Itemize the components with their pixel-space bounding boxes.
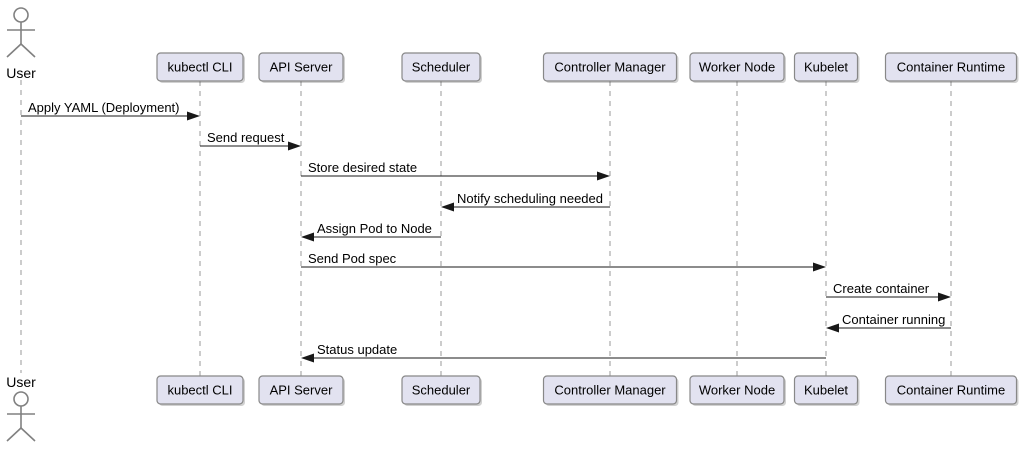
participant-bottom-box-worker-node [689, 375, 785, 405]
participant-bottom-box-kubelet [793, 375, 859, 405]
actor-label-bottom-user: User [6, 374, 36, 390]
participant-top-label-worker-node: Worker Node [699, 60, 775, 75]
message-arrowhead-icon [441, 202, 454, 212]
participant-bottom-box-api-server [258, 375, 344, 405]
message-label-notify-scheduling-needed: Notify scheduling needed [457, 191, 603, 206]
participant-top-box-kubelet [793, 52, 859, 82]
participant-bottom-label-kubectl-cli: kubectl CLI [167, 383, 232, 398]
message-arrowhead-icon [288, 141, 301, 151]
participant-bottom-box-controller-manager [542, 375, 678, 405]
participant-bottom-box-container-runtime [884, 375, 1018, 405]
message-arrowhead-icon [187, 111, 200, 121]
actor-head-icon [13, 391, 29, 407]
message-arrowhead-icon [826, 323, 839, 333]
participant-bottom-box-scheduler [401, 375, 481, 405]
message-arrowhead-icon [938, 292, 951, 302]
message-label-assign-pod-to-node: Assign Pod to Node [317, 221, 432, 236]
participant-top-box-controller-manager [542, 52, 678, 82]
participant-bottom-label-api-server: API Server [270, 383, 334, 398]
participant-top-box-worker-node [689, 52, 785, 82]
participant-top-box-container-runtime [884, 52, 1018, 82]
participant-bottom-box-kubectl-cli [156, 375, 244, 405]
message-label-store-desired-state: Store desired state [308, 160, 417, 175]
participant-top-label-container-runtime: Container Runtime [897, 60, 1005, 75]
participant-top-box-scheduler [401, 52, 481, 82]
actor-head-icon [13, 7, 29, 23]
actor-right-leg-line [20, 427, 36, 442]
participant-top-label-kubelet: Kubelet [804, 60, 848, 75]
message-arrowhead-icon [301, 353, 314, 363]
actor-label-top-user: User [6, 65, 36, 81]
actor-right-leg-line [20, 43, 36, 58]
message-label-create-container: Create container [833, 281, 930, 296]
participant-top-label-scheduler: Scheduler [412, 60, 471, 75]
participant-top-label-api-server: API Server [270, 60, 334, 75]
participant-top-box-kubectl-cli [156, 52, 244, 82]
message-label-send-request: Send request [207, 130, 285, 145]
message-arrowhead-icon [597, 171, 610, 181]
participant-bottom-label-scheduler: Scheduler [412, 383, 471, 398]
message-label-container-running: Container running [842, 312, 945, 327]
message-label-status-update: Status update [317, 342, 397, 357]
message-arrowhead-icon [301, 232, 314, 242]
actor-figure-bottom-user: User [6, 374, 36, 442]
participant-bottom-label-kubelet: Kubelet [804, 383, 848, 398]
participant-top-label-controller-manager: Controller Manager [554, 60, 666, 75]
message-arrowhead-icon [813, 262, 826, 272]
participant-top-label-kubectl-cli: kubectl CLI [167, 60, 232, 75]
participant-bottom-label-container-runtime: Container Runtime [897, 383, 1005, 398]
message-label-send-pod-spec: Send Pod spec [308, 251, 397, 266]
actor-left-leg-line [6, 427, 22, 442]
participant-bottom-label-controller-manager: Controller Manager [554, 383, 666, 398]
actor-left-leg-line [6, 43, 22, 58]
participant-top-box-api-server [258, 52, 344, 82]
participant-bottom-label-worker-node: Worker Node [699, 383, 775, 398]
message-label-apply-yaml-deployment-: Apply YAML (Deployment) [28, 100, 180, 115]
actor-figure-top-user: User [6, 7, 36, 81]
